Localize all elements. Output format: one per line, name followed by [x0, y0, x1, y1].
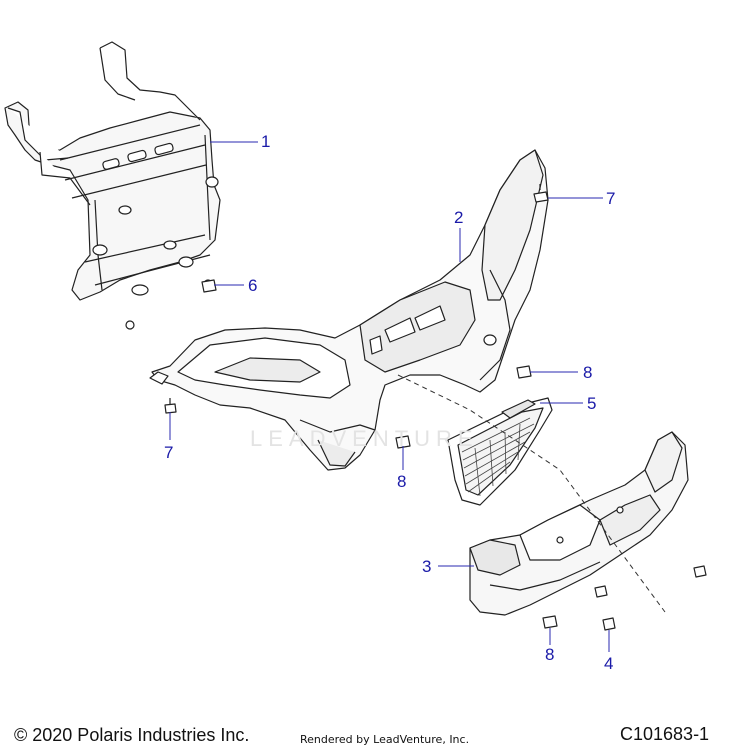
- bolt-4[interactable]: [602, 617, 616, 631]
- bolt-8-bottom[interactable]: [542, 615, 558, 629]
- bolt-8-right[interactable]: [516, 365, 532, 379]
- bolt-6[interactable]: [201, 279, 217, 293]
- assembly-dashed-line: [397, 374, 666, 613]
- callout-1[interactable]: 1: [261, 132, 271, 151]
- bolt-8-center[interactable]: [395, 435, 411, 449]
- callout-7-left[interactable]: 7: [164, 443, 174, 462]
- callout-4[interactable]: 4: [604, 654, 614, 673]
- diagram-code: C101683-1: [620, 724, 710, 744]
- callout-5[interactable]: 5: [587, 394, 597, 413]
- callout-8-bottom[interactable]: 8: [545, 645, 555, 664]
- lower-skid-part-3[interactable]: [469, 431, 689, 616]
- bolt-7-left[interactable]: [164, 398, 177, 414]
- callout-6[interactable]: 6: [248, 276, 258, 295]
- callout-3[interactable]: 3: [422, 557, 432, 576]
- grille-part-5[interactable]: [447, 397, 553, 506]
- rendered-by-text: Rendered by LeadVenture, Inc.: [300, 733, 470, 746]
- callout-8-right[interactable]: 8: [583, 363, 593, 382]
- callout-2[interactable]: 2: [454, 208, 464, 227]
- bolt-extra-2[interactable]: [693, 565, 707, 578]
- leadventure-watermark: LEADVENTURE: [250, 426, 479, 451]
- bolt-7-top[interactable]: [533, 184, 549, 203]
- front-bumper-part-2[interactable]: [149, 149, 549, 471]
- callout-8-center[interactable]: 8: [397, 472, 407, 491]
- bumper-frame-part-1[interactable]: [4, 41, 221, 330]
- bolt-extra-1[interactable]: [594, 585, 608, 598]
- copyright-text: © 2020 Polaris Industries Inc.: [14, 725, 250, 745]
- callout-7-top[interactable]: 7: [606, 189, 616, 208]
